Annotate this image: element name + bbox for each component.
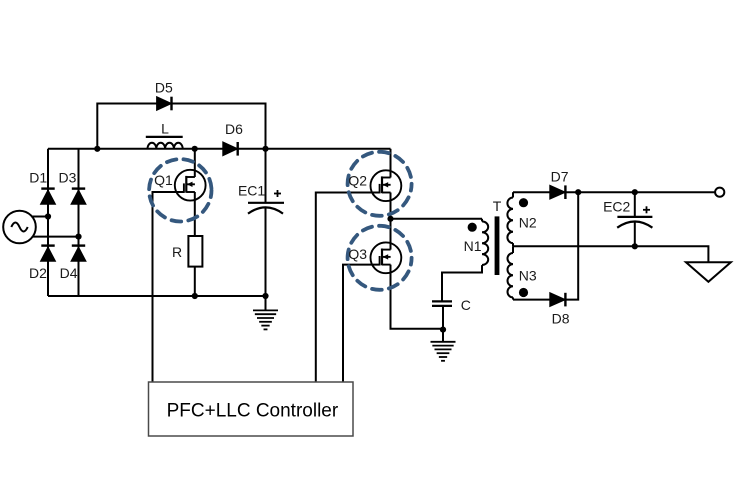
svg-text:N2: N2 bbox=[519, 214, 537, 230]
svg-text:N3: N3 bbox=[519, 268, 537, 284]
svg-text:D2: D2 bbox=[29, 265, 47, 281]
svg-text:N1: N1 bbox=[464, 238, 482, 254]
svg-text:EC1: EC1 bbox=[238, 182, 265, 198]
svg-text:L: L bbox=[161, 121, 169, 137]
svg-text:Q2: Q2 bbox=[348, 173, 367, 189]
svg-text:PFC+LLC Controller: PFC+LLC Controller bbox=[167, 401, 339, 422]
svg-text:D5: D5 bbox=[155, 80, 173, 96]
svg-text:EC2: EC2 bbox=[603, 198, 630, 214]
svg-text:Q3: Q3 bbox=[348, 246, 367, 262]
svg-text:D7: D7 bbox=[551, 168, 569, 184]
svg-text:Q1: Q1 bbox=[154, 172, 173, 188]
svg-text:D4: D4 bbox=[60, 265, 78, 281]
svg-text:C: C bbox=[461, 297, 471, 313]
svg-text:T: T bbox=[493, 198, 502, 214]
svg-text:D3: D3 bbox=[59, 170, 77, 186]
svg-text:R: R bbox=[172, 244, 182, 260]
svg-text:D6: D6 bbox=[225, 121, 243, 137]
svg-text:D8: D8 bbox=[552, 311, 570, 327]
svg-text:D1: D1 bbox=[29, 170, 47, 186]
